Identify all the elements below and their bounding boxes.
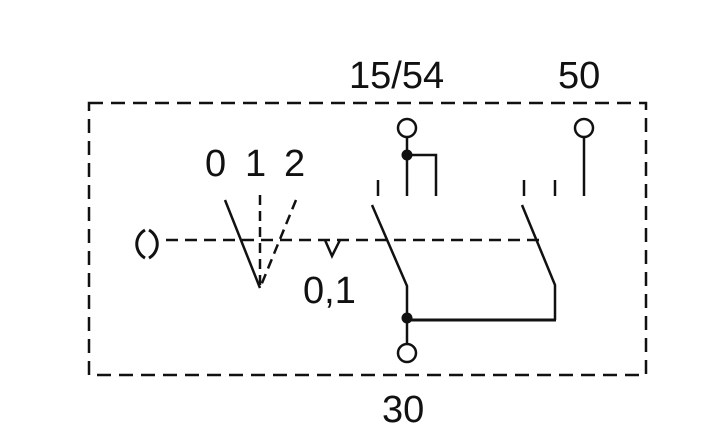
contact-blades (370, 204, 557, 320)
terminal-30 (396, 312, 556, 364)
detent-notch (323, 239, 342, 259)
terminal-label-15-54: 15/54 (349, 55, 444, 97)
housing-outline (87, 101, 648, 377)
key-actuator-symbol (135, 228, 159, 260)
terminal-label-50: 50 (558, 55, 600, 97)
terminal-label-30: 30 (382, 389, 424, 431)
terminal-15-54 (376, 117, 438, 196)
position-label-0-1: 0,1 (303, 270, 356, 312)
terminal-50 (522, 117, 595, 196)
position-label-0: 0 (205, 143, 226, 185)
position-label-1: 1 (245, 143, 266, 185)
position-selector (223, 195, 298, 289)
position-label-2: 2 (284, 143, 305, 185)
